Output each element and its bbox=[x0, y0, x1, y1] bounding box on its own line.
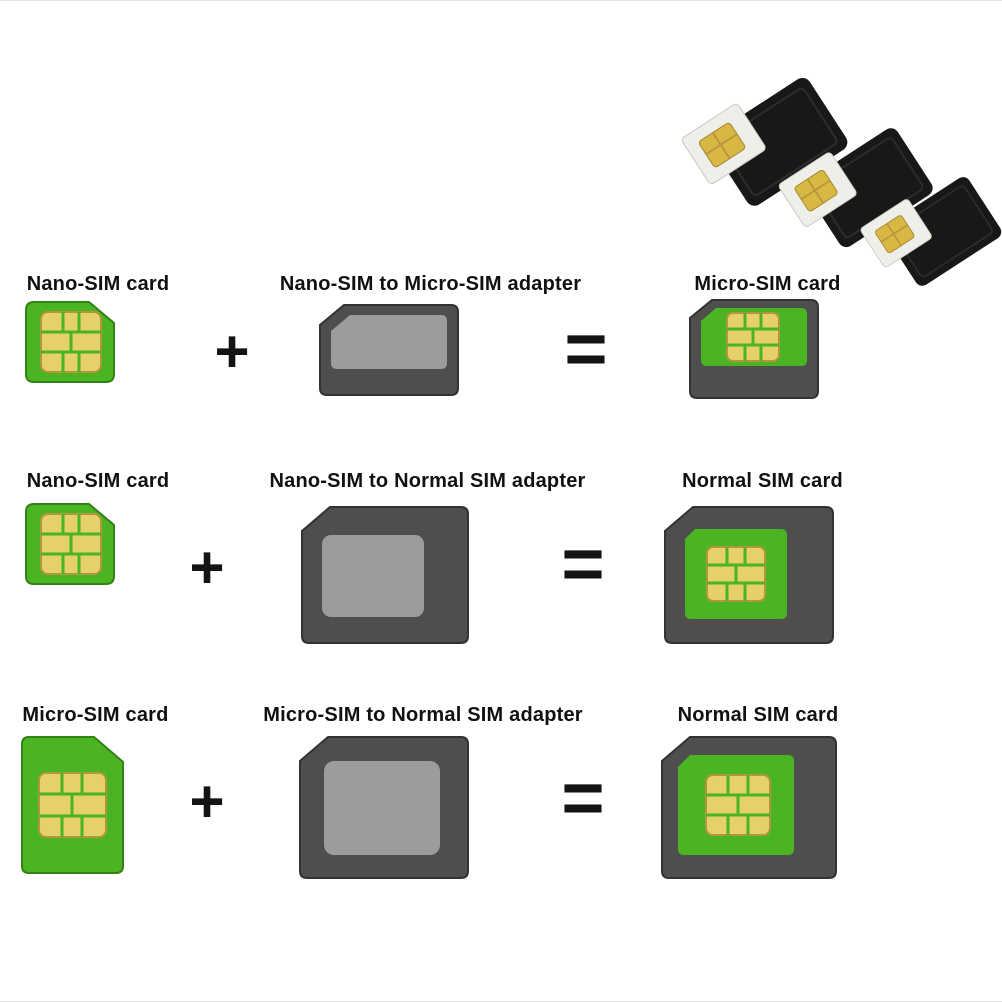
nano-sim-card-graphic bbox=[25, 503, 115, 590]
normal-sim-card-result-graphic bbox=[660, 735, 838, 885]
label-micro-to-normal-adapter: Micro-SIM to Normal SIM adapter bbox=[263, 704, 583, 726]
label-nano-sim-card: Nano-SIM card bbox=[26, 470, 170, 492]
label-nano-sim-card: Nano-SIM card bbox=[26, 273, 170, 295]
equals-operator: = bbox=[561, 756, 605, 839]
nano-sim-card-graphic bbox=[25, 301, 115, 388]
nano-to-normal-adapter-graphic bbox=[300, 505, 470, 650]
micro-to-normal-adapter-graphic bbox=[298, 735, 470, 885]
equals-operator: = bbox=[564, 307, 608, 390]
label-normal-sim-card: Normal SIM card bbox=[682, 470, 843, 492]
sim-gold-contacts-icon bbox=[873, 213, 916, 255]
micro-sim-card-result-graphic bbox=[688, 298, 820, 405]
plus-operator: + bbox=[189, 768, 225, 835]
normal-sim-card-result-graphic bbox=[663, 505, 835, 650]
label-micro-sim-card: Micro-SIM card bbox=[694, 273, 841, 295]
label-micro-sim-card: Micro-SIM card bbox=[22, 704, 169, 726]
equals-operator: = bbox=[561, 522, 605, 605]
micro-sim-card-graphic bbox=[20, 735, 125, 880]
sim-gold-contacts-icon bbox=[697, 121, 747, 169]
plus-operator: + bbox=[214, 318, 250, 385]
plus-operator: + bbox=[189, 534, 225, 601]
label-nano-to-micro-adapter: Nano-SIM to Micro-SIM adapter bbox=[279, 273, 582, 295]
label-normal-sim-card: Normal SIM card bbox=[677, 704, 839, 726]
nano-to-micro-adapter-graphic bbox=[318, 303, 460, 402]
label-nano-to-normal-adapter: Nano-SIM to Normal SIM adapter bbox=[269, 470, 586, 492]
sim-gold-contacts-icon bbox=[793, 168, 840, 213]
